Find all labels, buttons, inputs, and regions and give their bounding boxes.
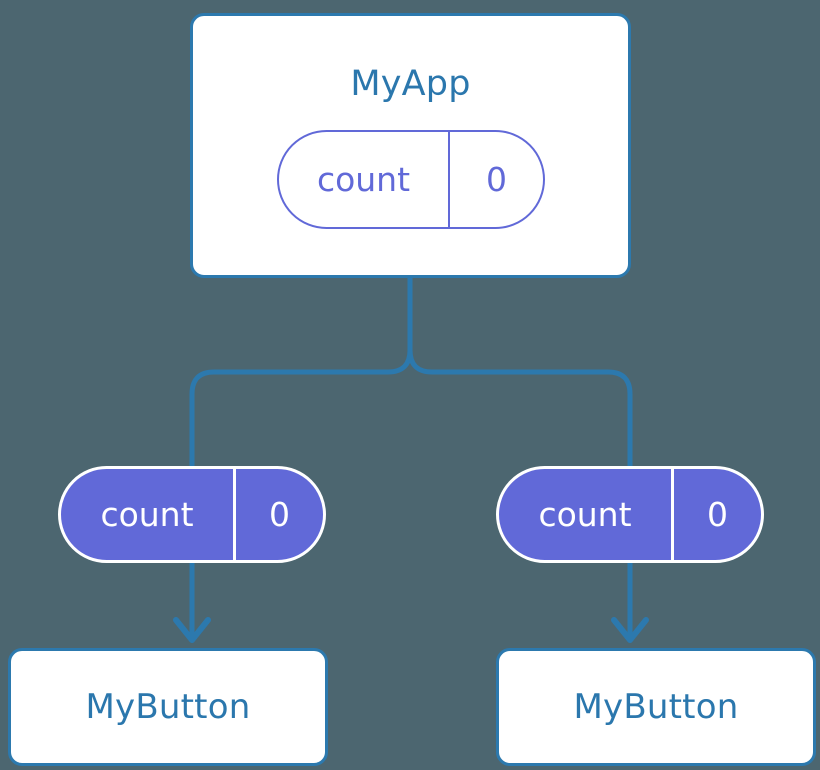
component-title-mybutton-right: MyButton <box>573 687 739 727</box>
component-title-mybutton-left: MyButton <box>85 687 251 727</box>
connector-root-to-left-pill <box>189 278 413 470</box>
component-box-mybutton-right[interactable]: MyButton <box>496 648 816 766</box>
prop-pill-left-count[interactable]: count 0 <box>58 466 326 563</box>
state-pill-value: 0 <box>486 160 507 199</box>
prop-pill-right-count[interactable]: count 0 <box>496 466 764 563</box>
arrow-left-pill-to-button <box>173 560 211 643</box>
component-box-mybutton-left[interactable]: MyButton <box>8 648 328 766</box>
state-pill-key: count <box>279 132 450 227</box>
state-pill-myapp-count[interactable]: count 0 <box>277 130 545 229</box>
prop-pill-key: count <box>61 469 236 560</box>
component-box-myapp[interactable]: MyApp <box>190 13 631 278</box>
prop-pill-value: 0 <box>269 495 290 534</box>
component-title-myapp: MyApp <box>350 64 471 104</box>
connector-root-to-right-pill <box>407 278 633 470</box>
prop-pill-value: 0 <box>707 495 728 534</box>
prop-pill-key: count <box>499 469 674 560</box>
arrow-right-pill-to-button <box>611 560 649 643</box>
